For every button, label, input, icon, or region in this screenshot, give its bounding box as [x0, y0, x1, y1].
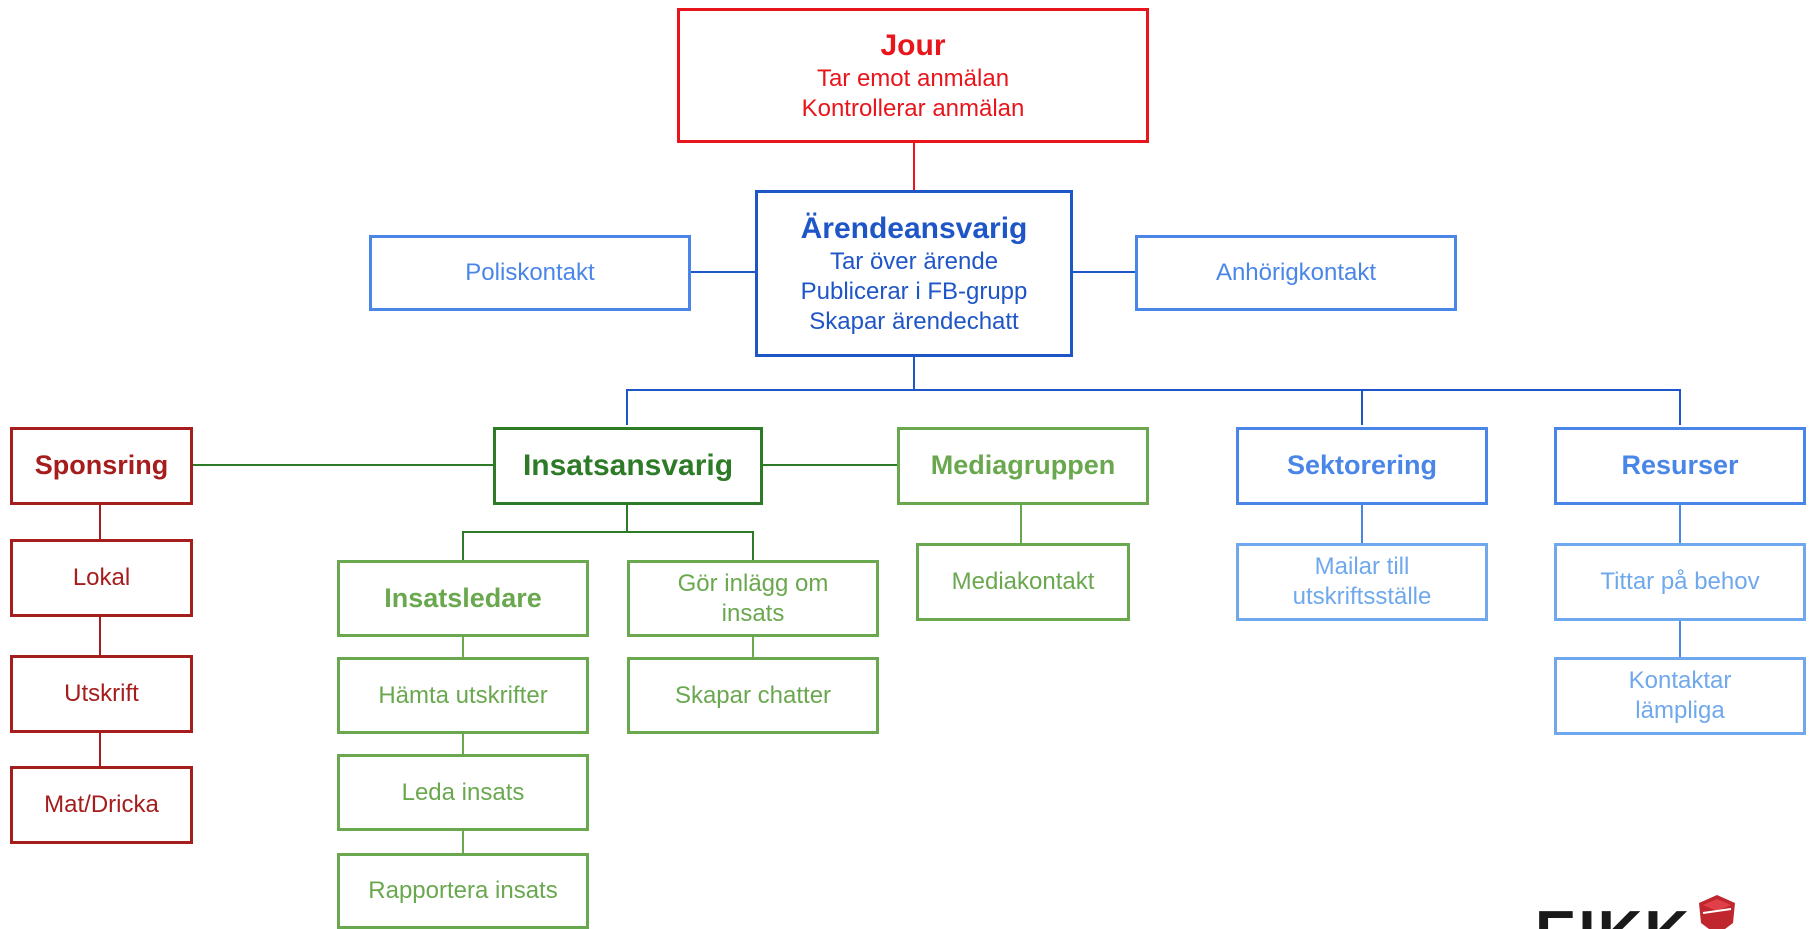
poliskontakt-node: Poliskontakt: [369, 235, 691, 311]
resurser-child-tittar: Tittar på behov: [1554, 543, 1806, 621]
resurser-child-label: Tittar på behov: [1600, 568, 1760, 595]
sektorering-node: Sektorering: [1236, 427, 1488, 505]
jour-node: Jour Tar emot anmälan Kontrollerar anmäl…: [677, 8, 1149, 143]
inlagg-child-label: Skapar chatter: [674, 681, 832, 709]
anhorigkontakt-label: Anhörigkontakt: [1215, 259, 1377, 286]
jour-line-1: Tar emot anmälan: [816, 65, 1010, 93]
insatsledare-child-label: Rapportera insats: [368, 877, 558, 904]
connector-insats-branch: [462, 531, 754, 560]
eikk-logo: EIKK: [1535, 875, 1735, 929]
inlagg-child-skapar-chatter: Skapar chatter: [627, 657, 879, 734]
sponsring-child-lokal: Lokal: [10, 539, 193, 617]
mediagruppen-child-mediakontakt: Mediakontakt: [916, 543, 1130, 621]
insatsledare-child-rapportera: Rapportera insats: [337, 853, 589, 929]
resurser-child-kontaktar: Kontaktar lämpliga: [1554, 657, 1806, 735]
shield-logo-icon: [1699, 895, 1735, 929]
sponsring-child-label: Mat/Dricka: [44, 791, 159, 818]
inlagg-node: Gör inlägg om insats: [627, 560, 879, 637]
sponsring-child-label: Lokal: [72, 564, 131, 591]
arendeansvarig-line-1: Tar över ärende: [829, 248, 999, 276]
resurser-child2-line-2: lämpliga: [1635, 697, 1725, 724]
mediagruppen-title: Mediagruppen: [930, 450, 1116, 481]
resurser-node: Resurser: [1554, 427, 1806, 505]
arendeansvarig-title: Ärendeansvarig: [800, 211, 1028, 245]
sponsring-title: Sponsring: [34, 450, 169, 481]
poliskontakt-label: Poliskontakt: [465, 259, 595, 286]
insatsansvarig-node: Insatsansvarig: [493, 427, 763, 505]
sponsring-child-label: Utskrift: [64, 680, 139, 707]
sektorering-child-mailar: Mailar till utskriftsställe: [1236, 543, 1488, 621]
mediagruppen-child-label: Mediakontakt: [951, 568, 1095, 595]
connector-bus: [626, 389, 1681, 425]
insatsledare-child-hamta: Hämta utskrifter: [337, 657, 589, 734]
mediagruppen-node: Mediagruppen: [897, 427, 1149, 505]
sektorering-child-line-2: utskriftsställe: [1292, 583, 1432, 610]
sektorering-title: Sektorering: [1286, 450, 1438, 481]
inlagg-line-1: Gör inlägg om: [677, 569, 829, 597]
insatsledare-child-leda: Leda insats: [337, 754, 589, 831]
sponsring-child-utskrift: Utskrift: [10, 655, 193, 733]
arendeansvarig-node: Ärendeansvarig Tar över ärende Publicera…: [755, 190, 1073, 357]
anhorigkontakt-node: Anhörigkontakt: [1135, 235, 1457, 311]
inlagg-line-2: insats: [721, 599, 785, 627]
jour-line-2: Kontrollerar anmälan: [801, 95, 1025, 123]
sektorering-child-line-1: Mailar till: [1314, 553, 1410, 580]
insatsansvarig-title: Insatsansvarig: [522, 449, 734, 483]
insatsledare-title: Insatsledare: [384, 582, 542, 613]
resurser-child2-line-1: Kontaktar: [1628, 667, 1732, 694]
insatsledare-node: Insatsledare: [337, 560, 589, 637]
jour-title: Jour: [880, 28, 946, 62]
sponsring-node: Sponsring: [10, 427, 193, 505]
arendeansvarig-line-2: Publicerar i FB-grupp: [800, 278, 1028, 306]
arendeansvarig-line-3: Skapar ärendechatt: [809, 308, 1019, 336]
sponsring-child-mat-dricka: Mat/Dricka: [10, 766, 193, 844]
insatsledare-child-label: Leda insats: [401, 778, 525, 806]
resurser-title: Resurser: [1621, 450, 1739, 481]
eikk-logo-text: EIKK: [1535, 903, 1691, 929]
insatsledare-child-label: Hämta utskrifter: [378, 681, 548, 709]
